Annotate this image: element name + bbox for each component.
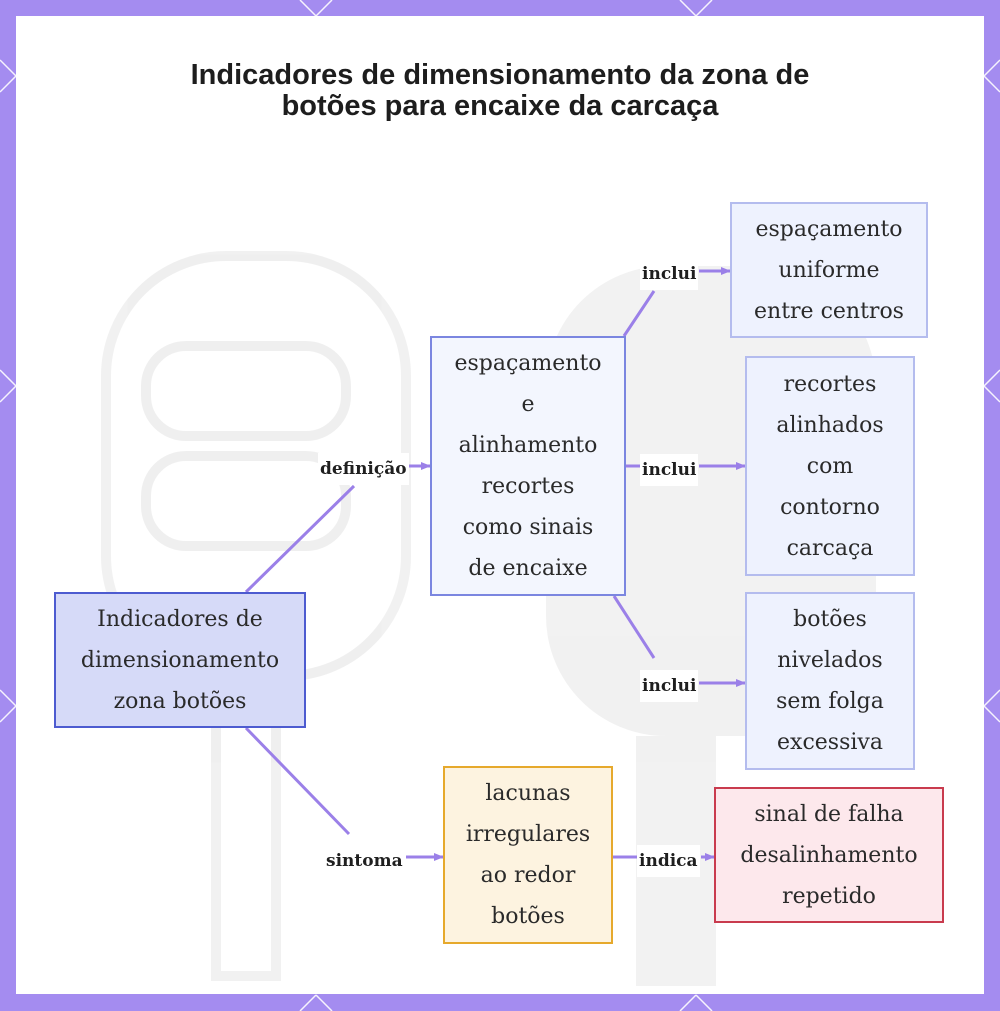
edge-label-definition: definição: [318, 453, 409, 485]
node-definition: espaçamento e alinhamento recortes como …: [430, 336, 626, 596]
edge-symptom: [244, 726, 351, 836]
edge-includes-1: [622, 290, 656, 337]
diagram-edges: [244, 267, 746, 861]
edge-label-includes-3: inclui: [640, 670, 699, 702]
diagram-title: Indicadores de dimensionamento da zona d…: [190, 59, 810, 122]
node-cutouts: recortes alinhados com contorno carcaça: [745, 356, 915, 576]
node-level: botões nivelados sem folga excessiva: [745, 592, 915, 770]
edge-definition: [244, 484, 356, 594]
node-symptom: lacunas irregulares ao redor botões: [443, 766, 613, 944]
node-spacing: espaçamento uniforme entre centros: [730, 202, 928, 338]
edge-label-includes-2: inclui: [640, 454, 699, 486]
edge-includes-3: [612, 595, 656, 659]
node-failure: sinal de falha desalinhamento repetido: [714, 787, 944, 923]
edge-label-symptom: sintoma: [324, 845, 405, 877]
edge-label-indicates: indica: [637, 845, 700, 877]
edge-label-includes-1: inclui: [640, 258, 699, 290]
diagram-canvas: Indicadores de dimensionamento da zona d…: [16, 16, 984, 994]
node-root: Indicadores de dimensionamento zona botõ…: [54, 592, 306, 728]
